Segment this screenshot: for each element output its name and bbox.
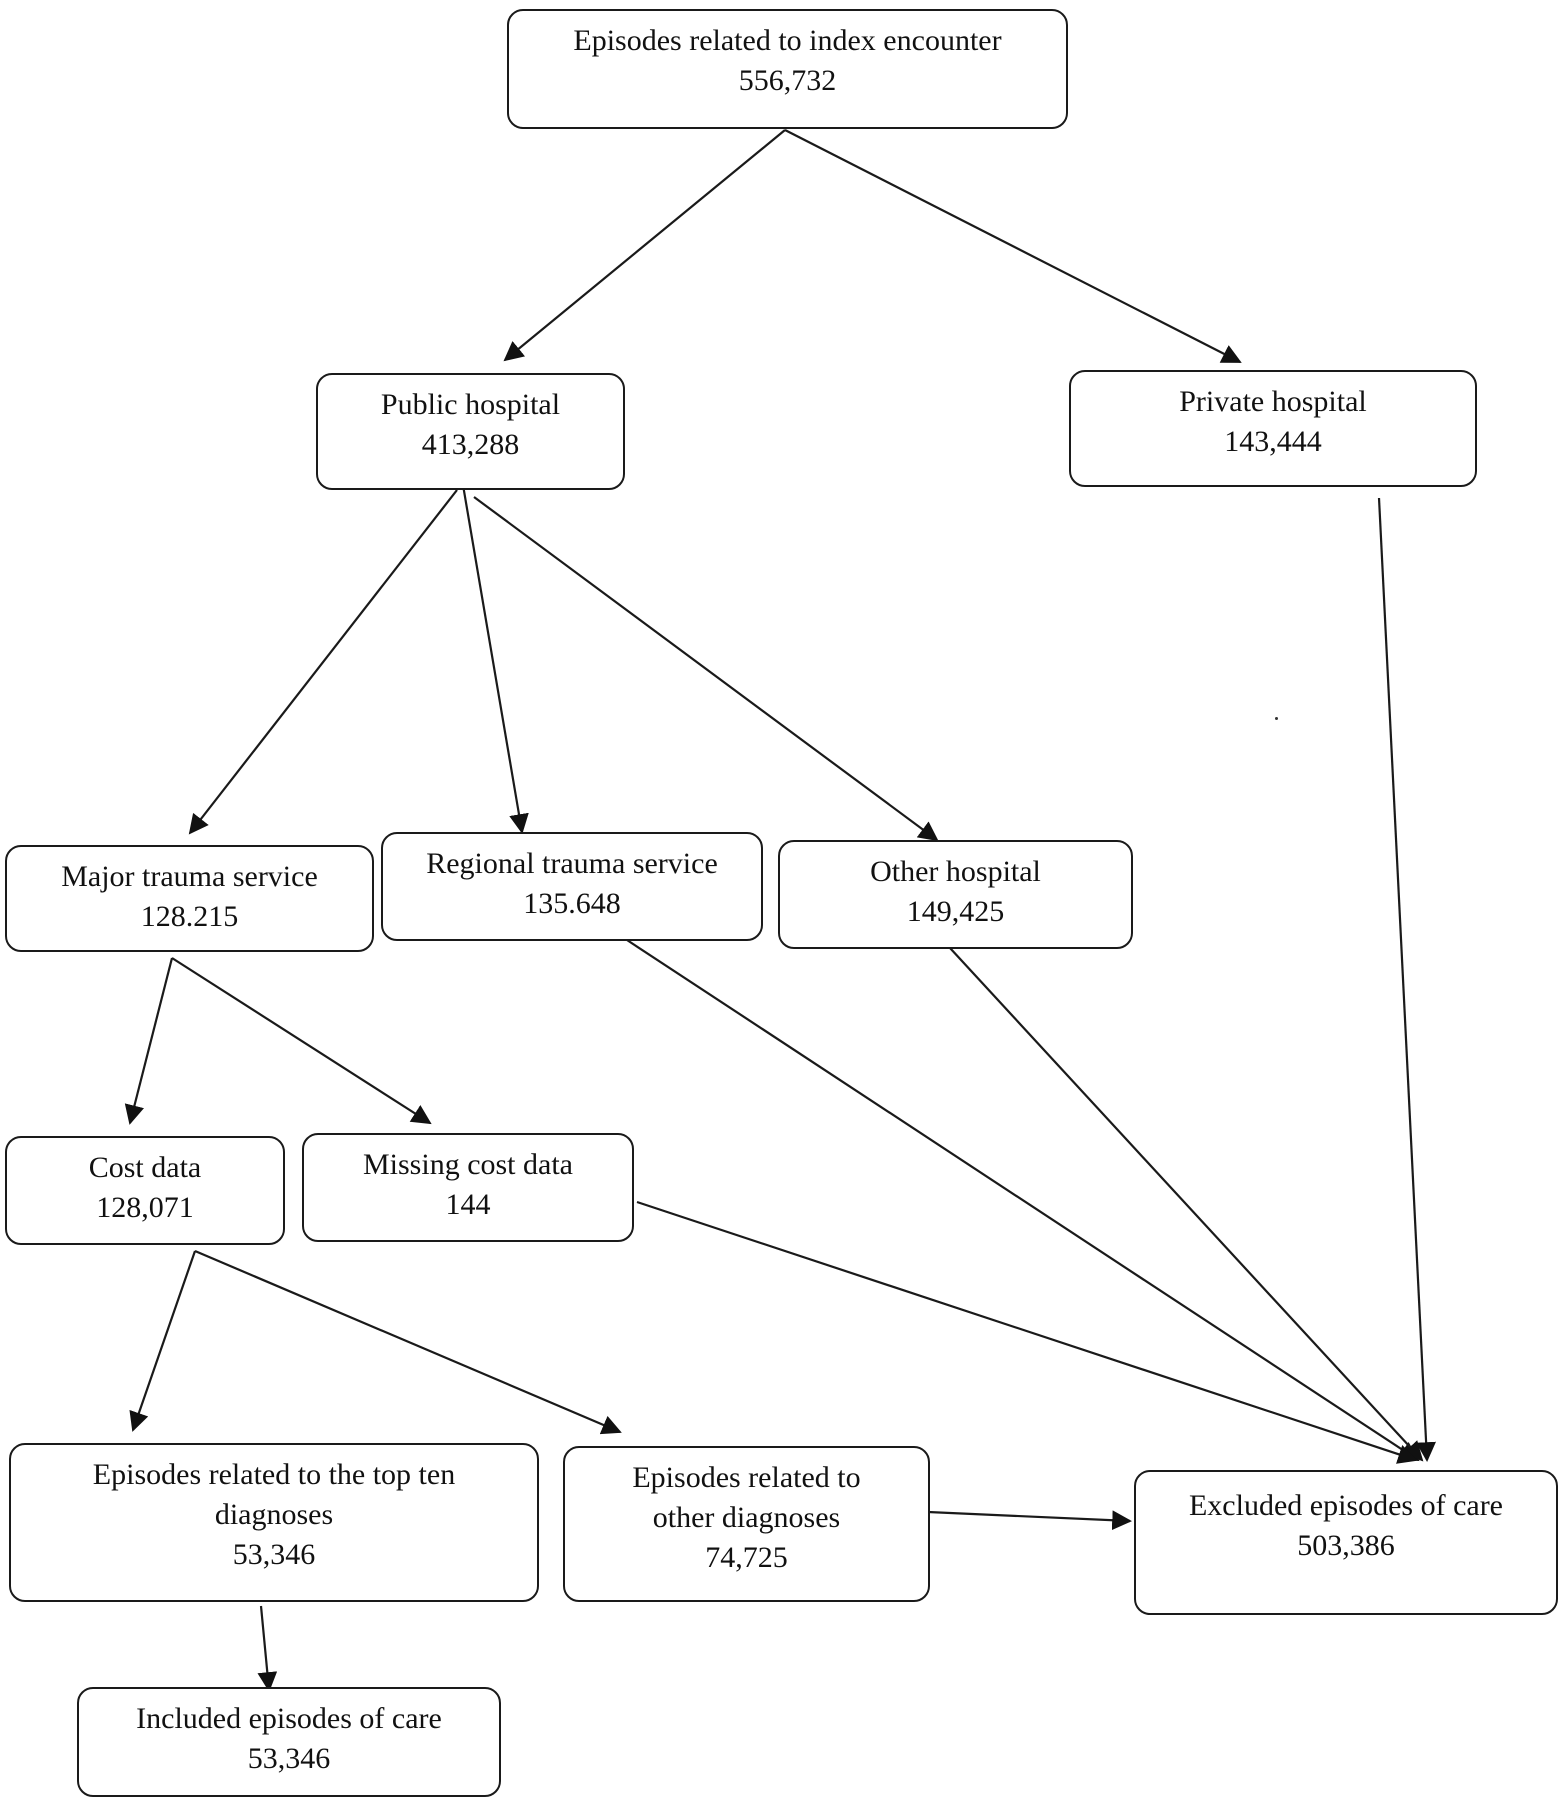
node-label: Private hospital — [1179, 385, 1367, 418]
node-cost-data: Cost data 128,071 — [5, 1136, 285, 1245]
edge-public-to-other — [473, 496, 939, 842]
edge-private-to-excluded — [1377, 497, 1436, 1462]
node-index-encounter: Episodes related to index encounter 556,… — [507, 9, 1068, 129]
node-count: 556,732 — [738, 64, 837, 97]
node-count: 128.215 — [140, 900, 239, 933]
node-other-hospital: Other hospital 149,425 — [778, 840, 1133, 949]
edge-regional-to-excluded — [626, 939, 1420, 1462]
node-label: Cost data — [88, 1151, 202, 1184]
edge-other-to-excluded — [949, 947, 1424, 1462]
edge-index-to-public — [503, 129, 786, 362]
node-missing-cost-data: Missing cost data 144 — [302, 1133, 634, 1242]
node-label: Missing cost data — [363, 1148, 573, 1181]
node-count: 74,725 — [705, 1541, 788, 1574]
node-label: Excluded episodes of care — [1188, 1489, 1504, 1522]
edge-index-to-private — [784, 129, 1242, 363]
edge-public-to-regional — [461, 484, 529, 834]
edge-major-to-missing — [171, 957, 432, 1125]
node-label: Episodes related to index encounter — [573, 24, 1002, 57]
edge-public-to-major — [188, 489, 458, 835]
node-label: Public hospital — [380, 388, 561, 421]
node-count: 53,346 — [232, 1538, 316, 1571]
node-count: 128,071 — [96, 1191, 194, 1224]
node-regional-trauma-service: Regional trauma service 135.648 — [381, 832, 763, 941]
node-count: 53,346 — [247, 1742, 331, 1775]
node-major-trauma-service: Major trauma service 128.215 — [5, 845, 374, 952]
node-count: 144 — [445, 1188, 491, 1221]
edge-cost-to-otherdiag — [194, 1249, 622, 1435]
node-top-ten-diagnoses: Episodes related to the top ten diagnose… — [9, 1443, 539, 1602]
node-label: Major trauma service — [61, 860, 318, 893]
stray-dot — [1275, 717, 1278, 720]
node-count: 135.648 — [523, 887, 621, 920]
edge-missing-to-excluded — [636, 1200, 1418, 1464]
node-label: Regional trauma service — [426, 847, 718, 880]
edge-topten-to-included — [257, 1605, 278, 1692]
node-count: 143,444 — [1224, 425, 1322, 458]
node-label: Episodes related to the top ten diagnose… — [92, 1458, 456, 1531]
node-label: Other hospital — [870, 855, 1041, 888]
node-public-hospital: Public hospital 413,288 — [316, 373, 625, 490]
node-count: 413,288 — [421, 428, 520, 461]
node-count: 503,386 — [1297, 1529, 1395, 1562]
edge-otherdiag-to-excluded — [927, 1510, 1132, 1531]
node-label: Included episodes of care — [136, 1702, 442, 1735]
node-private-hospital: Private hospital 143,444 — [1069, 370, 1477, 487]
node-count: 149,425 — [906, 895, 1005, 928]
node-excluded-episodes: Excluded episodes of care 503,386 — [1134, 1470, 1558, 1615]
edge-cost-to-topten — [129, 1250, 197, 1432]
node-label: Episodes related to other diagnoses — [632, 1461, 861, 1534]
node-other-diagnoses: Episodes related to other diagnoses 74,7… — [563, 1446, 930, 1602]
node-included-episodes: Included episodes of care 53,346 — [77, 1687, 501, 1797]
edge-major-to-cost — [124, 957, 174, 1125]
